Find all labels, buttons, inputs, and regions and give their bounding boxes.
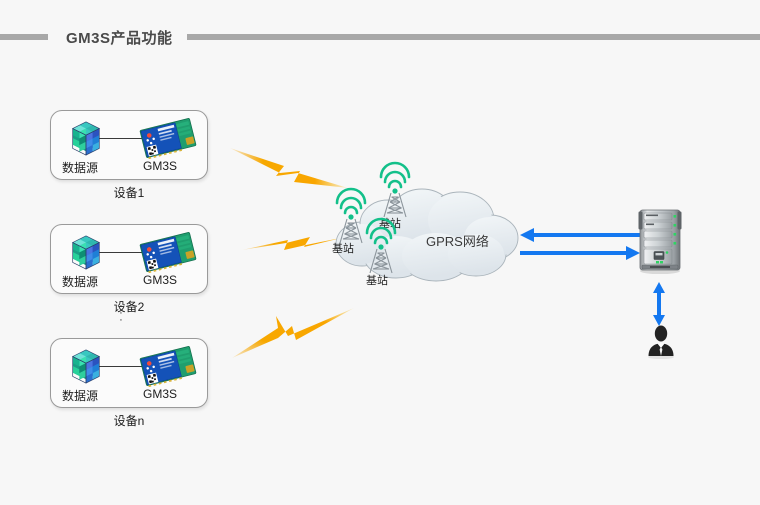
data-cube-icon <box>71 121 101 156</box>
device-box: 数据源 GM3S <box>50 224 208 294</box>
device-link-wire <box>99 252 143 253</box>
device-link-wire <box>99 366 143 367</box>
device-group-3: 数据源 GM3S 设备n <box>50 338 208 428</box>
device-caption: 设备n <box>113 414 145 428</box>
user-silhouette-icon <box>648 325 674 359</box>
header-rule-right <box>186 34 760 40</box>
ellipsis-dot: · <box>119 307 123 319</box>
ellipsis-dot: · <box>119 314 123 326</box>
gm3s-module-icon <box>139 118 197 160</box>
cloud-server-arrows <box>520 228 640 260</box>
data-source-label: 数据源 <box>62 275 99 289</box>
device-caption: 设备2 <box>113 300 145 314</box>
gprs-network: 基站 基站 <box>326 160 526 310</box>
cloud-icon <box>335 188 519 282</box>
gm3s-module-icon <box>139 346 197 388</box>
header-rule-left <box>0 34 48 40</box>
module-label: GM3S <box>143 273 178 287</box>
lightning-bolt-icon <box>232 308 354 358</box>
device-group-1: 数据源 GM3S 设备1 <box>50 110 208 200</box>
lightning-bolt-icon <box>242 236 350 250</box>
device-link-wire <box>99 138 143 139</box>
base-station-label: 基站 <box>332 243 354 255</box>
device-box: 数据源 GM3S <box>50 110 208 180</box>
arrow-left-icon <box>520 228 640 242</box>
vertical-ellipsis: · · · <box>118 300 124 326</box>
data-cube-icon <box>71 235 101 270</box>
device-caption: 设备1 <box>113 186 145 200</box>
data-source-label: 数据源 <box>62 389 99 403</box>
arrow-right-icon <box>520 246 640 260</box>
module-label: GM3S <box>143 159 178 173</box>
server-tower-icon <box>638 209 682 274</box>
base-station-label: 基站 <box>366 275 388 287</box>
arrow-up-down-icon <box>653 282 665 326</box>
data-cube-icon <box>71 349 101 384</box>
cloud-label: GPRS网络 <box>426 234 489 249</box>
lightning-bolt-icon <box>230 148 348 188</box>
data-source-label: 数据源 <box>62 161 99 175</box>
gm3s-module-icon <box>139 232 197 274</box>
page-title: GM3S产品功能 <box>66 29 173 47</box>
module-label: GM3S <box>143 387 178 401</box>
cell-tower-icon <box>335 187 367 244</box>
page-header: GM3S产品功能 <box>0 22 760 52</box>
ellipsis-dot: · <box>119 300 123 312</box>
device-group-2: 数据源 GM3S 设备2 <box>50 224 208 314</box>
cell-tower-icon <box>379 161 411 218</box>
cell-tower-icon <box>365 217 397 274</box>
device-box: 数据源 GM3S <box>50 338 208 408</box>
